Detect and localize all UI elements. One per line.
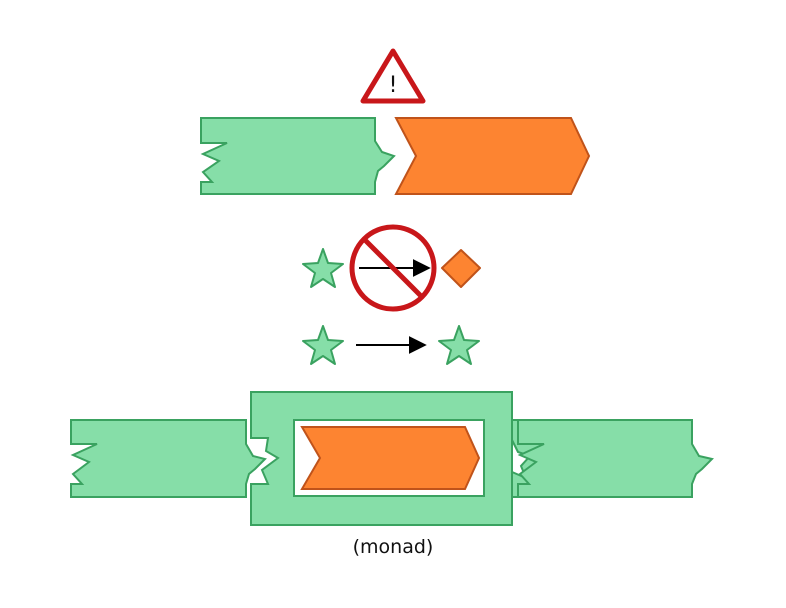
monad-caption: (monad)	[352, 536, 434, 558]
green-function-block-left	[70, 419, 267, 498]
orange-function-block-top	[394, 117, 591, 195]
diamond-icon	[441, 249, 481, 288]
green-function-block-right	[517, 419, 714, 498]
warning-triangle-icon: !	[360, 48, 426, 104]
star-icon-source	[302, 325, 344, 365]
warning-glyph: !	[389, 73, 398, 98]
star-icon-target	[438, 325, 480, 365]
orange-function-block-inner	[300, 426, 481, 490]
green-function-block-top	[200, 117, 396, 195]
no-entry-icon	[349, 224, 437, 312]
star-icon-left	[302, 248, 344, 288]
